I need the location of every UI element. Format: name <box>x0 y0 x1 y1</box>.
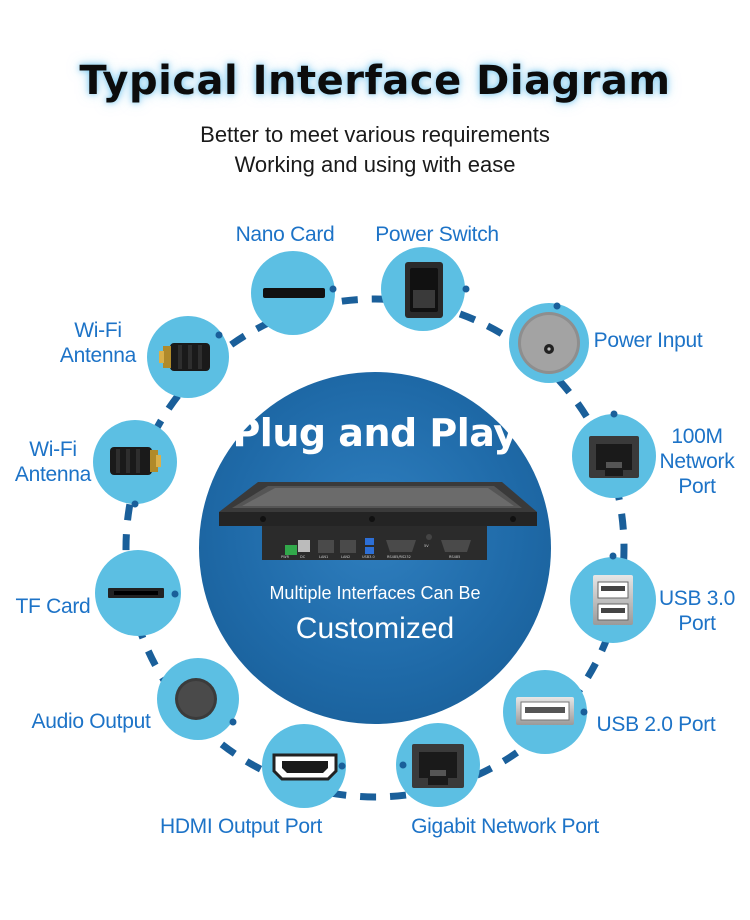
gigabit-network-bubble <box>396 723 480 807</box>
device-label-rs485-rs232: RS485/RS232 <box>387 555 411 559</box>
label-usb3-line-2: Port <box>678 612 716 635</box>
subtitle-line-1: Better to meet various requirements <box>200 122 550 147</box>
dashed-ring <box>122 295 628 801</box>
rj45-port-icon <box>412 744 464 788</box>
label-usb2-port: USB 2.0 Port <box>596 713 716 736</box>
wifi-antenna-bubble-lower <box>93 420 177 508</box>
center-caption: Multiple Interfaces Can Be <box>269 583 481 603</box>
nano-card-bubble <box>251 251 337 335</box>
device-label-lan2: LAN2 <box>341 555 350 559</box>
hdmi-port-icon <box>272 753 338 781</box>
subtitle-line-2: Working and using with ease <box>234 152 516 177</box>
usb2-bubble <box>503 670 588 754</box>
network-100m-bubble <box>572 410 656 498</box>
usb3-port-icon <box>593 575 633 625</box>
center-customized: Customized <box>295 612 455 645</box>
device-label-rs485: RS485 <box>449 555 460 559</box>
power-input-bubble <box>509 302 589 383</box>
page-title: Typical Interface Diagram <box>79 58 671 104</box>
label-100m-line-3: Port <box>678 475 716 498</box>
wifi-antenna-connector-icon <box>159 343 210 371</box>
label-nano-card: Nano Card <box>235 223 335 246</box>
label-usb3-line-1: USB 3.0 <box>658 587 736 610</box>
device-label-lan1: LAN1 <box>319 555 328 559</box>
tf-card-slot-icon <box>108 588 164 598</box>
usb2-port-icon <box>516 697 574 725</box>
label-wifi-upper-line-1: Wi-Fi <box>74 319 122 342</box>
hdmi-bubble <box>262 724 346 808</box>
power-switch-icon <box>405 262 443 318</box>
device-label-usb3: USB3.0 <box>362 555 375 559</box>
audio-jack-icon <box>175 678 217 720</box>
power-switch-bubble <box>381 247 470 331</box>
device-label-5v: 5V <box>424 544 429 548</box>
label-100m-line-1: 100M <box>671 425 723 448</box>
label-100m-line-2: Network <box>659 450 735 473</box>
label-wifi-lower-line-2: Antenna <box>14 463 92 486</box>
wifi-antenna-bubble-upper <box>147 316 229 398</box>
label-hdmi-output-port: HDMI Output Port <box>159 815 323 838</box>
center-headline: Plug and Play <box>232 411 518 455</box>
device-label-pwr: PWR <box>281 555 290 559</box>
usb3-bubble <box>570 552 656 643</box>
label-power-input: Power Input <box>593 329 703 352</box>
label-wifi-antenna-upper: Wi-Fi Antenna <box>57 318 139 368</box>
tf-card-bubble <box>95 550 181 636</box>
wifi-antenna-connector-icon <box>110 447 161 475</box>
label-audio-output: Audio Output <box>31 710 151 733</box>
rj45-port-icon <box>589 436 639 478</box>
label-power-switch: Power Switch <box>375 223 499 246</box>
label-gigabit-network-port: Gigabit Network Port <box>411 815 599 838</box>
label-tf-card: TF Card <box>15 595 91 618</box>
panel-pc-device <box>219 482 537 560</box>
device-label-dc: DC <box>300 555 306 559</box>
label-wifi-lower-line-1: Wi-Fi <box>29 438 77 461</box>
power-input-icon <box>518 312 580 374</box>
label-wifi-upper-line-2: Antenna <box>59 344 137 367</box>
audio-output-bubble <box>157 658 239 740</box>
label-usb3-port: USB 3.0 Port <box>654 586 740 636</box>
label-wifi-antenna-lower: Wi-Fi Antenna <box>12 437 94 487</box>
nano-card-slot-icon <box>263 288 325 298</box>
label-100m-network-port: 100M Network Port <box>654 424 740 499</box>
